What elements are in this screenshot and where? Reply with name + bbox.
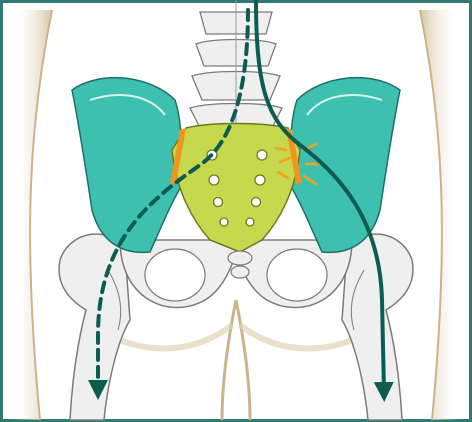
ilium-left [72,78,182,253]
lumbar-spine [190,0,282,128]
sacrum [172,124,300,253]
femur-left [59,234,130,420]
